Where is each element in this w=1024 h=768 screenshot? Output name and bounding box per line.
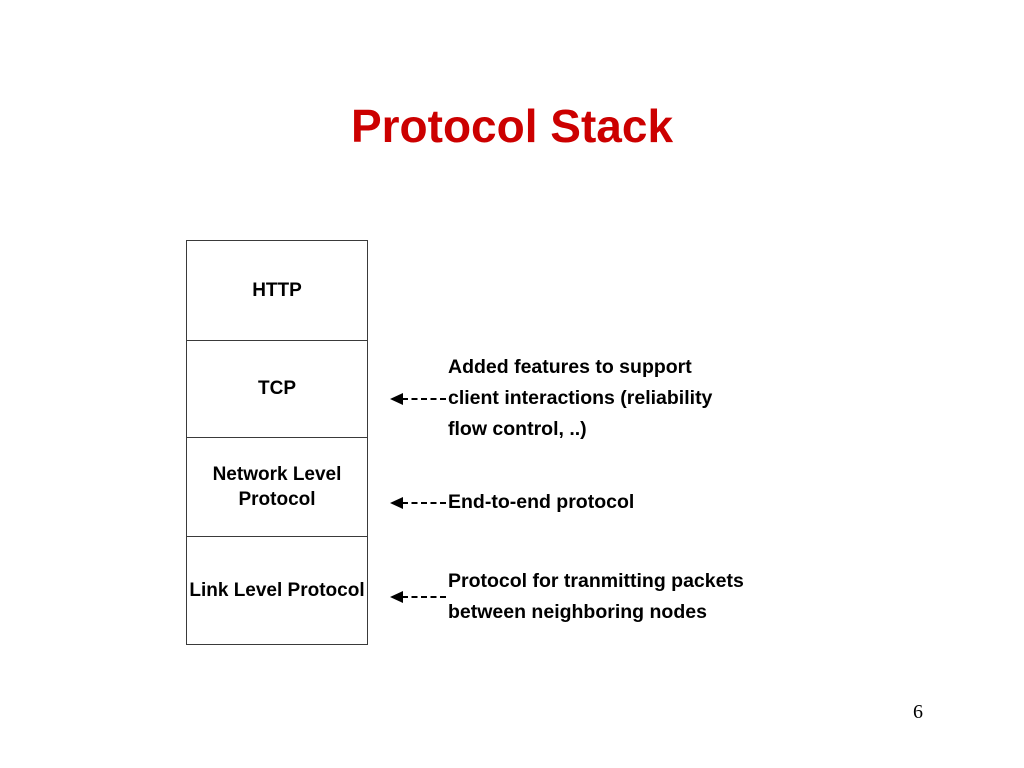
annotation-tcp: Added features to support client interac…: [388, 352, 712, 446]
dashed-left-arrow-icon: [388, 496, 448, 510]
stack-layer-tcp: TCP: [187, 341, 367, 438]
annotation-link-level-text: Protocol for tranmitting packets between…: [448, 570, 744, 624]
stack-layer-link-level-protocol: Link Level Protocol: [189, 579, 365, 601]
dashed-left-arrow-icon: [388, 392, 448, 406]
page-number: 6: [913, 701, 923, 723]
annotation-link-level: Protocol for tranmitting packets between…: [388, 566, 744, 628]
annotation-network-level: End-to-end protocol: [388, 487, 634, 518]
protocol-stack-diagram: HTTP TCP Network Level Protocol Link Lev…: [186, 240, 368, 645]
annotation-network-level-text: End-to-end protocol: [448, 491, 635, 513]
page-title: Protocol Stack: [350, 100, 674, 152]
dashed-left-arrow-icon: [388, 590, 448, 604]
stack-layer-http: HTTP: [187, 241, 367, 341]
annotation-tcp-text: Added features to support client interac…: [448, 356, 713, 441]
stack-layer-network-level-protocol: Network Level Protocol: [187, 438, 367, 537]
